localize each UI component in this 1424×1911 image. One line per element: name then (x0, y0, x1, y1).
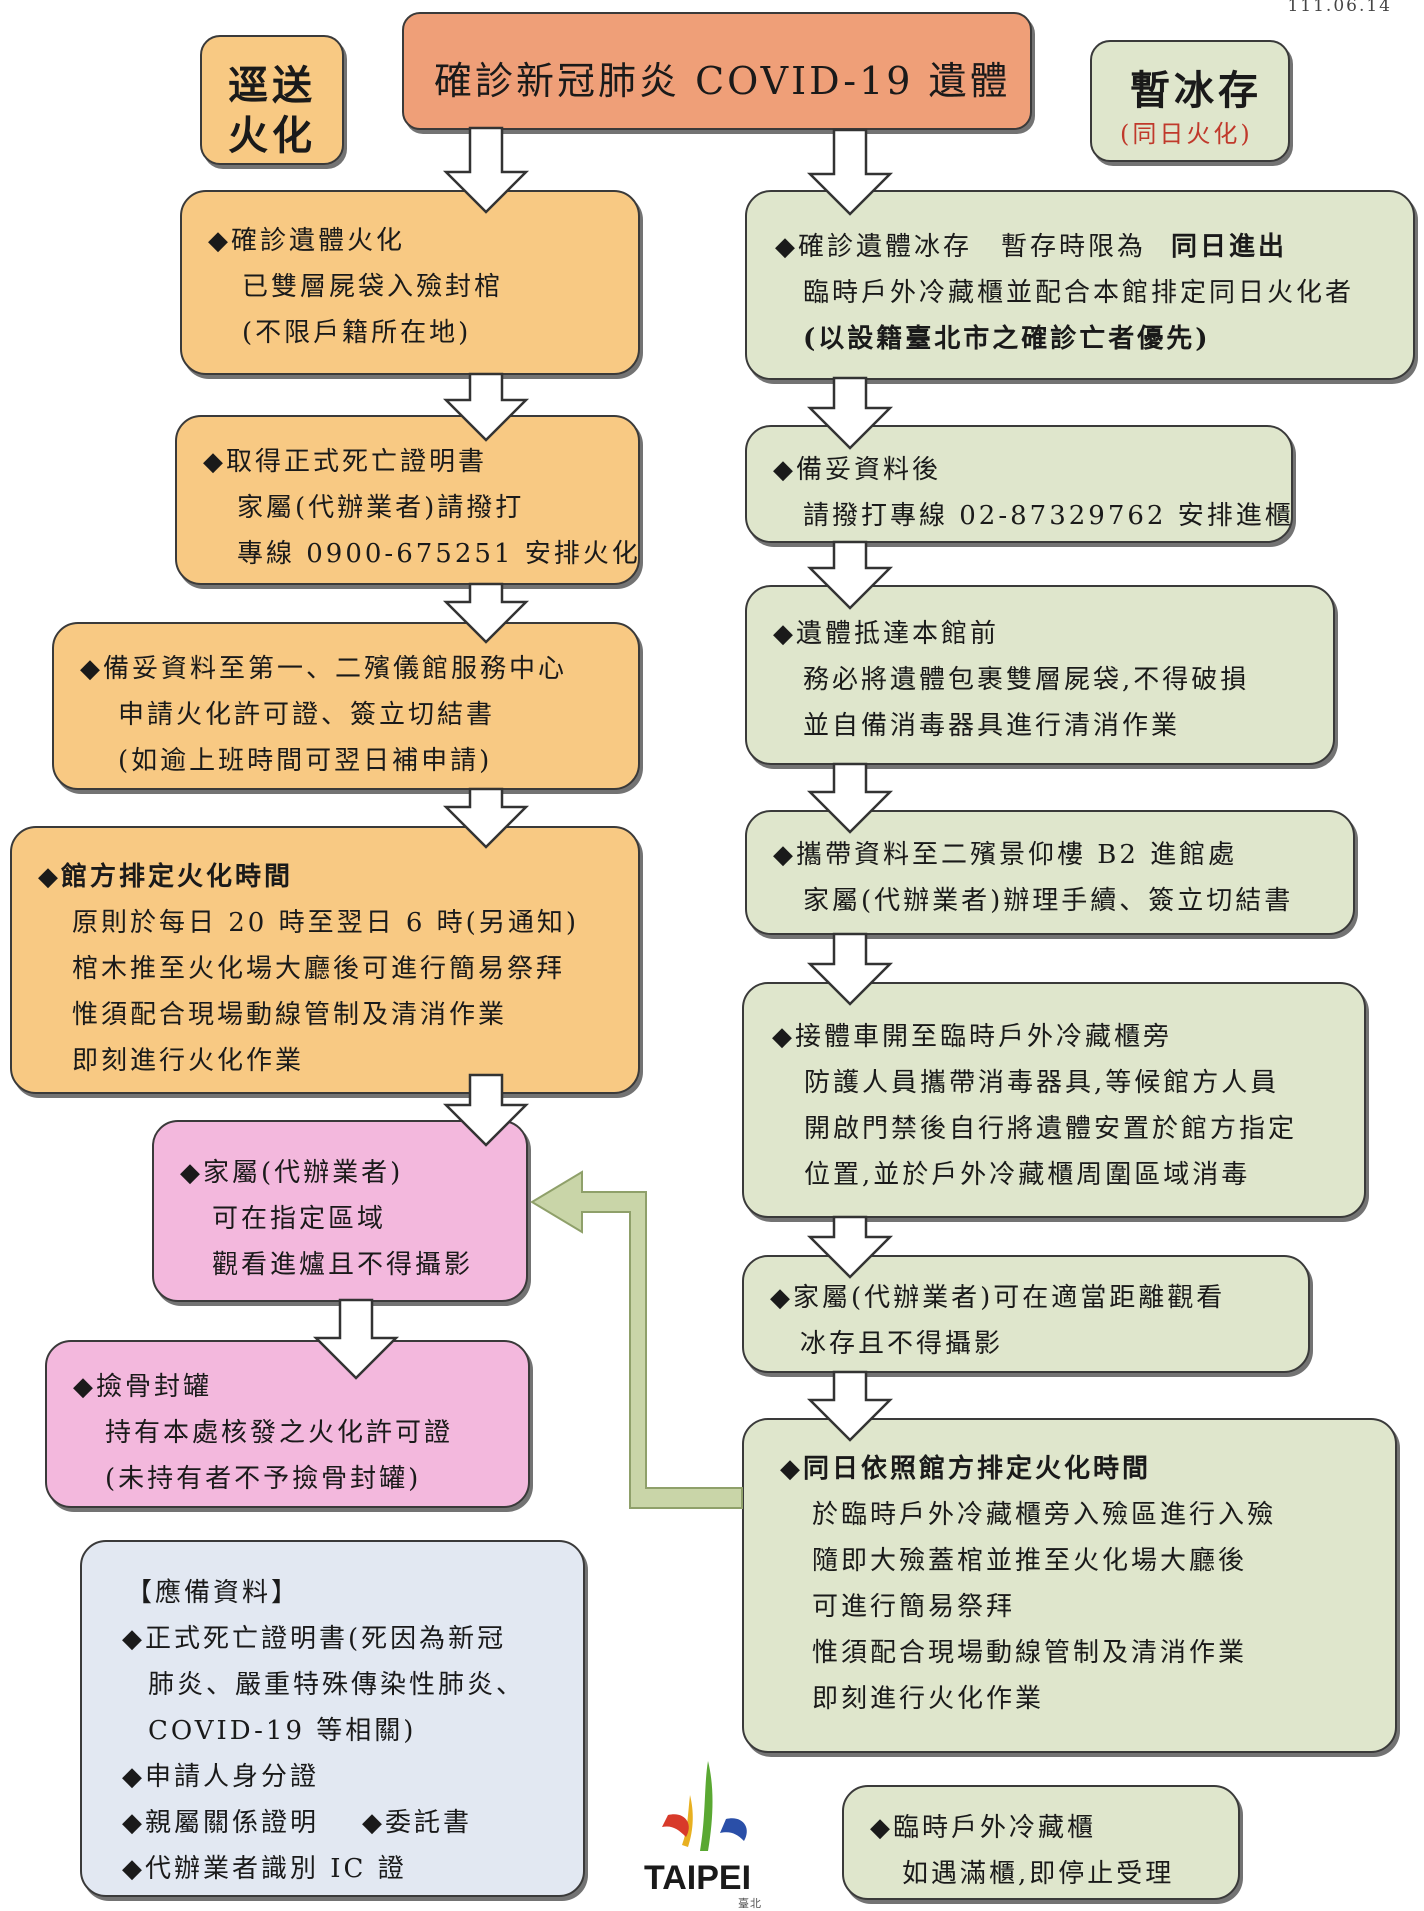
left-step-3-line-1: ◆備妥資料至第一、二殯儀館服務中心 (80, 654, 567, 684)
connector-arrow-icon (530, 1170, 743, 1509)
right-step-1-line-1b: 同日進出 (1171, 232, 1288, 262)
right-step-3-line-2: 務必將遺體包裹雙層屍袋,不得破損 (803, 665, 1250, 695)
left-step-2: ◆取得正式死亡證明書 家屬(代辦業者)請撥打 專線 0900-675251 安排… (175, 415, 640, 585)
title-box: 確診新冠肺炎 COVID-19 遺體 (402, 12, 1032, 130)
right-step-7-line-5: 惟須配合現場動線管制及清消作業 (812, 1638, 1248, 1668)
right-step-6: ◆家屬(代辦業者)可在適當距離觀看 冰存且不得攝影 (742, 1255, 1310, 1373)
right-step-1: ◆確診遺體冰存 暫存時限為 同日進出 臨時戶外冷藏櫃並配合本館排定同日火化者 (… (745, 190, 1415, 380)
right-step-7-line-1: ◆同日依照館方排定火化時間 (780, 1454, 1151, 1484)
right-header-sub: (同日火化) (1120, 120, 1253, 148)
requirements-item-1-cont-1: 肺炎、嚴重特殊傳染性肺炎、 (148, 1670, 526, 1700)
right-step-7-line-3: 隨即大殮蓋棺並推至火化場大廳後 (812, 1546, 1248, 1576)
right-step-5: ◆接體車開至臨時戶外冷藏櫃旁 防護人員攜帶消毒器具,等候館方人員 開啟門禁後自行… (742, 982, 1366, 1218)
left-step-6-line-1: ◆撿骨封罐 (73, 1372, 212, 1402)
right-step-3: ◆遺體抵達本館前 務必將遺體包裹雙層屍袋,不得破損 並自備消毒器具進行清消作業 (745, 585, 1335, 765)
left-step-1-line-3: (不限戶籍所在地) (242, 318, 472, 348)
notice-box: ◆臨時戶外冷藏櫃 如遇滿櫃,即停止受理 (842, 1785, 1240, 1900)
left-step-4-line-3: 棺木推至火化場大廳後可進行簡易祭拜 (72, 954, 566, 984)
left-step-2-line-1: ◆取得正式死亡證明書 (203, 447, 487, 477)
taipei-logo: TAIPEI 臺北 (638, 1755, 778, 1910)
left-step-1-line-1: ◆確診遺體火化 (208, 226, 405, 256)
requirements-item-5: ◆代辦業者識別 IC 證 (122, 1854, 407, 1884)
left-step-4-line-5: 即刻進行火化作業 (72, 1046, 305, 1076)
right-header-main: 暫冰存 (1130, 67, 1262, 114)
taipei-logo-icon (662, 1761, 747, 1851)
left-step-2-line-3: 專線 0900-675251 安排火化 (237, 539, 641, 569)
requirements-title: 【應備資料】 (126, 1578, 301, 1608)
right-step-7-line-6: 即刻進行火化作業 (812, 1684, 1045, 1714)
left-step-3-line-2: 申請火化許可證、簽立切結書 (118, 700, 496, 730)
left-step-3-line-3: (如逾上班時間可翌日補申請) (118, 746, 493, 776)
left-step-1: ◆確診遺體火化 已雙層屍袋入殮封棺 (不限戶籍所在地) (180, 190, 640, 375)
right-step-1-line-3: (以設籍臺北市之確診亡者優先) (803, 324, 1211, 354)
notice-line-1: ◆臨時戶外冷藏櫃 (870, 1813, 1096, 1843)
left-step-5-line-2: 可在指定區域 (212, 1204, 387, 1234)
left-step-4-line-2: 原則於每日 20 時至翌日 6 時(另通知) (72, 908, 579, 938)
left-step-1-line-2: 已雙層屍袋入殮封棺 (242, 272, 504, 302)
right-step-7-line-4: 可進行簡易祭拜 (812, 1592, 1016, 1622)
left-step-4-line-4: 惟須配合現場動線管制及清消作業 (72, 1000, 508, 1030)
right-step-7: ◆同日依照館方排定火化時間 於臨時戶外冷藏櫃旁入殮區進行入殮 隨即大殮蓋棺並推至… (742, 1418, 1397, 1753)
right-header: 暫冰存 (同日火化) (1090, 40, 1290, 162)
requirements-item-3: ◆親屬關係證明 (122, 1808, 319, 1838)
left-step-4-line-1: ◆館方排定火化時間 (38, 862, 293, 892)
left-step-4: ◆館方排定火化時間 原則於每日 20 時至翌日 6 時(另通知) 棺木推至火化場… (10, 826, 640, 1094)
requirements-item-4: ◆委託書 (362, 1808, 472, 1838)
left-step-5-line-1: ◆家屬(代辦業者) (180, 1158, 404, 1188)
left-header-line-1: 逕送 (228, 62, 316, 109)
right-step-2: ◆備妥資料後 請撥打專線 02-87329762 安排進櫃 (745, 425, 1293, 543)
left-step-3: ◆備妥資料至第一、二殯儀館服務中心 申請火化許可證、簽立切結書 (如逾上班時間可… (52, 622, 640, 790)
notice-line-2: 如遇滿櫃,即停止受理 (902, 1859, 1175, 1889)
taipei-logo-sub: 臺北 (738, 1897, 762, 1910)
right-step-5-line-4: 位置,並於戶外冷藏櫃周圍區域消毒 (804, 1160, 1251, 1190)
right-step-3-line-1: ◆遺體抵達本館前 (773, 619, 999, 649)
requirements-item-1: ◆正式死亡證明書(死因為新冠 (122, 1624, 507, 1654)
right-step-5-line-3: 開啟門禁後自行將遺體安置於館方指定 (804, 1114, 1298, 1144)
left-step-2-line-2: 家屬(代辦業者)請撥打 (237, 493, 525, 523)
right-step-5-line-1: ◆接體車開至臨時戶外冷藏櫃旁 (772, 1022, 1172, 1052)
right-step-6-line-2: 冰存且不得攝影 (800, 1329, 1004, 1359)
requirements-item-2: ◆申請人身分證 (122, 1762, 319, 1792)
left-step-6-line-3: (未持有者不予撿骨封罐) (105, 1464, 422, 1494)
left-step-6-line-2: 持有本處核發之火化許可證 (105, 1418, 454, 1448)
right-step-6-line-1: ◆家屬(代辦業者)可在適當距離觀看 (770, 1283, 1226, 1313)
right-step-4-line-2: 家屬(代辦業者)辦理手續、簽立切結書 (803, 886, 1294, 916)
right-step-1-line-2: 臨時戶外冷藏櫃並配合本館排定同日火化者 (803, 278, 1355, 308)
right-step-3-line-3: 並自備消毒器具進行清消作業 (803, 711, 1181, 741)
left-step-5-line-3: 觀看進爐且不得攝影 (212, 1250, 474, 1280)
right-step-4-line-1: ◆攜帶資料至二殯景仰樓 B2 進館處 (773, 840, 1238, 870)
left-header-line-2: 火化 (228, 112, 316, 159)
date-stamp: 111.06.14 (1287, 0, 1392, 16)
page-title: 確診新冠肺炎 COVID-19 遺體 (434, 59, 1011, 103)
left-step-6: ◆撿骨封罐 持有本處核發之火化許可證 (未持有者不予撿骨封罐) (45, 1340, 530, 1508)
right-step-2-line-1: ◆備妥資料後 (773, 455, 941, 485)
right-step-4: ◆攜帶資料至二殯景仰樓 B2 進館處 家屬(代辦業者)辦理手續、簽立切結書 (745, 810, 1355, 935)
requirements-box: 【應備資料】 ◆正式死亡證明書(死因為新冠 肺炎、嚴重特殊傳染性肺炎、 COVI… (80, 1540, 585, 1897)
right-step-5-line-2: 防護人員攜帶消毒器具,等候館方人員 (804, 1068, 1280, 1098)
left-step-5: ◆家屬(代辦業者) 可在指定區域 觀看進爐且不得攝影 (152, 1120, 528, 1302)
right-step-7-line-2: 於臨時戶外冷藏櫃旁入殮區進行入殮 (812, 1500, 1277, 1530)
taipei-logo-text: TAIPEI (644, 1859, 752, 1897)
requirements-item-1-cont-2: COVID-19 等相關) (148, 1716, 417, 1746)
right-step-2-line-2: 請撥打專線 02-87329762 安排進櫃 (803, 501, 1294, 531)
right-step-1-line-1a: ◆確診遺體冰存 暫存時限為 (775, 232, 1146, 262)
left-header: 逕送 火化 (200, 35, 344, 165)
